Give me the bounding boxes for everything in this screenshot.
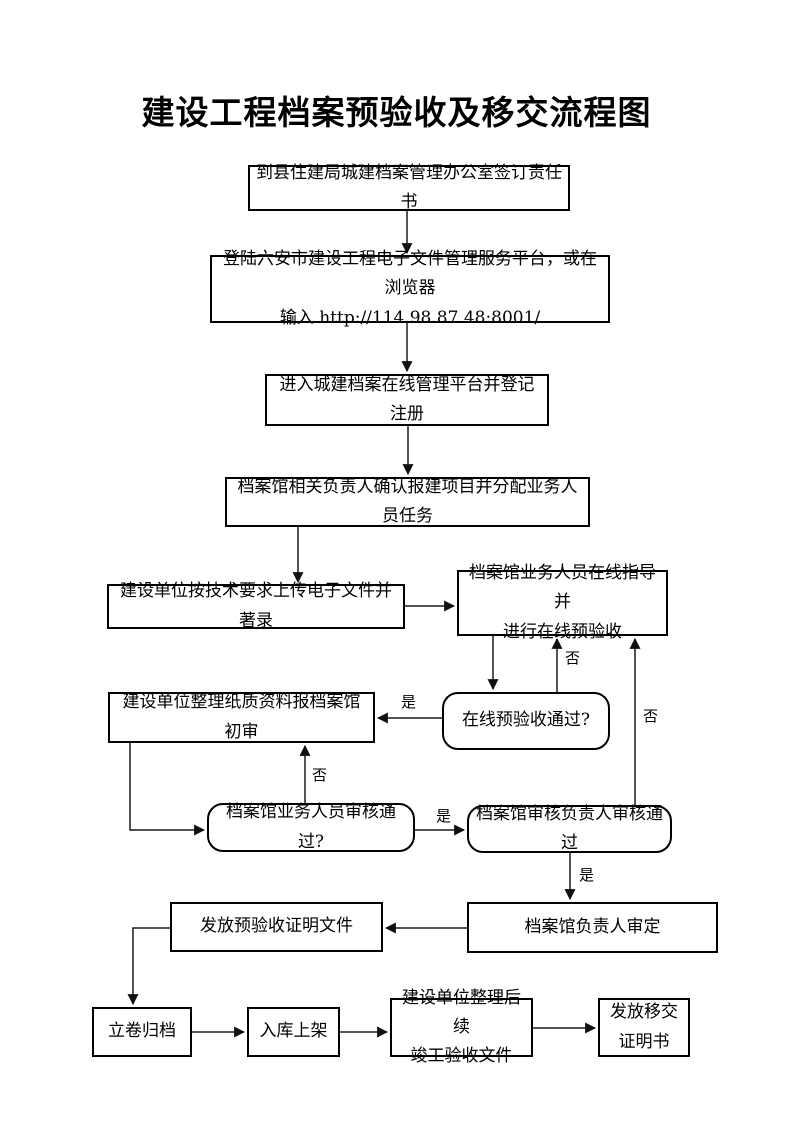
node-sign-responsibility: 到县住建局城建档案管理办公室签订责任书 [248,163,570,212]
page-title: 建设工程档案预验收及移交流程图 [141,93,652,132]
node-online-check-pass: 在线预验收通过? [442,692,610,750]
edge-label-yes-staffreview: 是 [435,807,453,825]
node-paper-initial-review: 建设单位整理纸质资料报档案馆初审 [108,692,375,743]
node-director-approval: 档案馆负责人审定 [467,902,718,953]
node-online-guidance: 档案馆业务人员在线指导并 进行在线预验收 [457,563,668,642]
node-register: 进入城建档案在线管理平台并登记注册 [265,374,549,426]
node-upload-files: 建设单位按技术要求上传电子文件并著录 [107,581,405,631]
edge-label-no-onlinecheck: 否 [564,649,582,667]
node-confirm-project: 档案馆相关负责人确认报建项目并分配业务人员任务 [225,477,590,527]
node-staff-review-pass: 档案馆业务人员审核通过? [207,802,415,852]
node-transfer-certificate: 发放移交 证明书 [598,998,690,1057]
node-shelving: 入库上架 [247,1007,340,1057]
node-filing: 立卷归档 [92,1007,192,1057]
node-review-leader-pass: 档案馆审核负责人审核通过 [467,804,672,853]
edge-certificate-to-filing [127,927,170,1006]
edge-label-no-reviewleader: 否 [642,707,660,725]
edge-label-yes-onlinecheck: 是 [400,693,418,711]
node-login-platform: 登陆六安市建设工程电子文件管理服务平台，或在浏览器 输入 http://114.… [210,249,610,328]
node-issue-certificate: 发放预验收证明文件 [170,902,383,952]
node-followup-files: 建设单位整理后续 竣工验收文件 [390,988,533,1066]
edge-label-no-staffreview: 否 [311,766,329,784]
edge-paperreview-to-staffreview [129,743,206,836]
edge-label-yes-reviewleader: 是 [578,866,596,884]
